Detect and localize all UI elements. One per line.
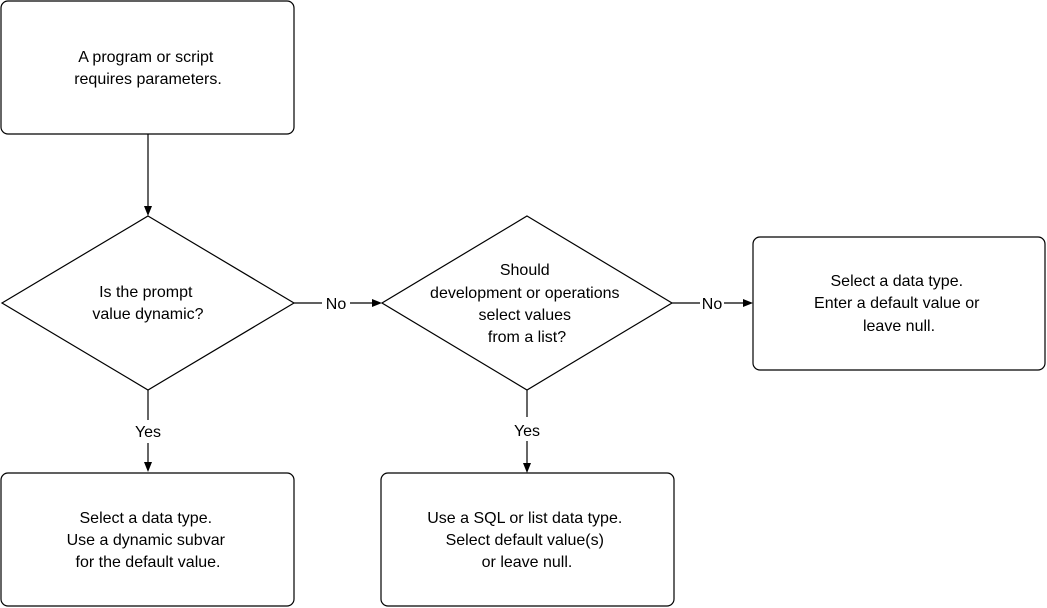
node-text-line: Select a data type. [80,510,213,527]
node-text-line: leave null. [863,318,935,335]
node-text-line: select values [479,307,572,324]
edge-label-yes: Yes [135,424,161,441]
node-text-line: value dynamic? [92,306,203,323]
node-text-line: Select default value(s) [446,532,604,549]
node-list-default: Use a SQL or list data type. Select defa… [380,472,675,607]
node-text-line: Should [500,262,550,279]
edge-dynamic-yes: Yes [135,390,161,472]
node-text-line: A program or script [78,49,214,66]
edge-list-no: No [672,296,753,313]
node-text-line: for the default value. [76,554,221,571]
node-text-line: from a list? [488,329,566,346]
edge-start-to-decision [144,134,152,216]
edge-label-yes: Yes [514,423,540,440]
node-text-line: or leave null. [482,554,573,571]
node-decision-list: Should development or operations select … [380,215,674,391]
svg-text:Use a SQL or list data type.: Use a SQL or list data type. Select defa… [427,510,627,571]
edge-list-yes: Yes [514,390,540,473]
node-start: A program or script requires parameters. [0,0,295,135]
node-text-line: Use a dynamic subvar [67,532,226,549]
node-text-line: Is the prompt [99,284,193,301]
node-text-line: requires parameters. [74,71,222,88]
svg-text:A program or script requ: A program or script requires parameters. [74,49,222,88]
svg-text:Is the prompt value dyna: Is the prompt value dynamic? [92,284,203,323]
node-dynamic-default: Select a data type. Use a dynamic subvar… [0,472,295,607]
svg-text:Select a data type. Ente: Select a data type. Enter a default valu… [814,273,984,335]
node-text-line: development or operations [430,285,619,302]
svg-text:Should development or op: Should development or operations select … [430,262,624,346]
node-text-line: Enter a default value or [814,295,980,312]
edge-dynamic-no: No [294,296,382,313]
svg-text:Select a data type. Use: Select a data type. Use a dynamic subvar… [67,510,230,571]
node-decision-dynamic: Is the prompt value dynamic? [0,215,296,391]
node-static-default: Select a data type. Enter a default valu… [752,236,1046,371]
node-text-line: Use a SQL or list data type. [427,510,622,527]
edge-label-no: No [702,296,723,313]
edge-label-no: No [326,296,347,313]
node-text-line: Select a data type. [831,273,964,290]
